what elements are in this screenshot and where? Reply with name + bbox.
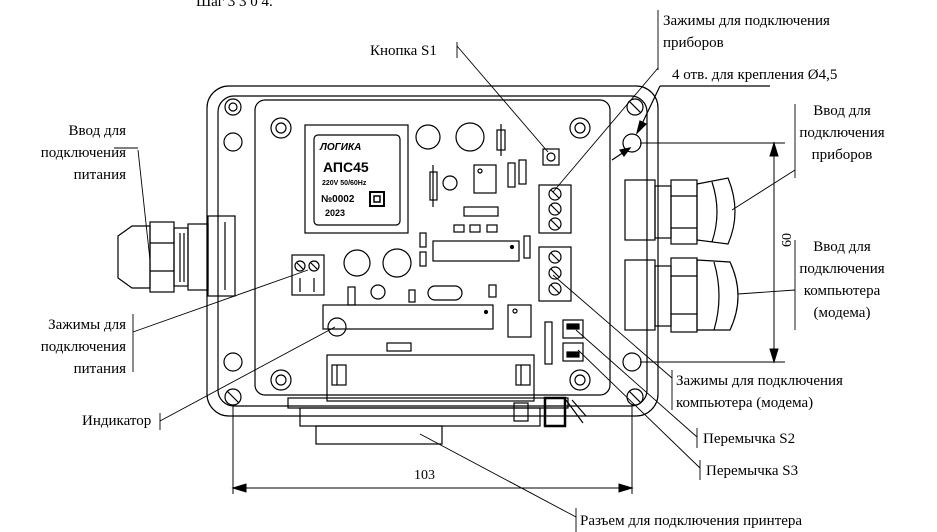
label-mounting-holes: 4 отв. для крепления Ø4,5 [672, 67, 838, 83]
label-computer-input-2: подключения [799, 261, 885, 277]
label-devices-input-3: приборов [811, 147, 873, 163]
label-devices-input-2: подключения [799, 125, 885, 141]
label-power-terminals-2: подключения [40, 339, 126, 355]
nameplate-outer [304, 124, 409, 234]
dimension-60-value: 60 [780, 233, 795, 247]
enclosure-outer [206, 85, 659, 417]
button-s1 [542, 148, 560, 166]
label-indicator: Индикатор [82, 413, 152, 429]
ic-chip-2 [322, 304, 494, 330]
device-terminal-block [538, 184, 572, 234]
dimension-103-value: 103 [414, 468, 435, 483]
indicator-led [327, 317, 347, 337]
label-computer-input-1: Ввод для [813, 239, 871, 255]
ic-chip-1 [432, 240, 520, 262]
nameplate-model: АПС45 [323, 159, 369, 175]
board-screws [270, 117, 591, 391]
nameplate-logo: ЛОГИКА [320, 142, 362, 153]
label-computer-input-3: компьютера [803, 283, 881, 299]
nameplate-mark [369, 191, 385, 207]
label-devices-input-1: Ввод для [813, 103, 871, 119]
board-frame [254, 99, 611, 396]
nameplate-power: 220V 50/60Hz [322, 180, 367, 187]
power-gland [117, 215, 236, 297]
label-device-terminals-1: Зажимы для подключения [663, 13, 830, 29]
label-device-terminals-2: приборов [663, 35, 724, 51]
nameplate-inner [313, 134, 401, 226]
power-terminal-block [291, 254, 325, 296]
printer-connector [287, 354, 587, 445]
label-power-terminals-1: Зажимы для [48, 317, 126, 333]
dimension-103 [231, 405, 634, 494]
dimension-60 [640, 141, 785, 364]
device-gland [624, 177, 736, 245]
label-printer-connector: Разъем для подключения принтера [580, 513, 803, 529]
jumper-s3 [562, 342, 584, 362]
label-power-input-2: подключения [40, 145, 126, 161]
jumper-s2 [562, 319, 584, 339]
leader-lines [114, 10, 796, 532]
header-fragment: Шаг 3 3 0 4. [196, 0, 273, 10]
label-power-terminals-3: питания [73, 361, 126, 377]
mounting-hole-callout [611, 85, 770, 161]
label-button-s1: Кнопка S1 [370, 43, 437, 59]
label-jumper-s3: Перемычка S3 [706, 463, 799, 479]
label-power-input-3: питания [73, 167, 126, 183]
label-computer-terminals-2: компьютера (модема) [676, 395, 814, 411]
enclosure-inner [217, 95, 648, 407]
label-jumper-s2: Перемычка S2 [703, 431, 796, 447]
computer-terminal-block [538, 246, 572, 302]
label-power-input-1: Ввод для [68, 123, 126, 139]
label-computer-input-4: (модема) [813, 305, 871, 321]
nameplate-year: 2023 [325, 208, 346, 218]
label-computer-terminals-1: Зажимы для подключения [676, 373, 843, 389]
nameplate-serial: №0002 [321, 194, 355, 205]
computer-gland [624, 257, 739, 333]
